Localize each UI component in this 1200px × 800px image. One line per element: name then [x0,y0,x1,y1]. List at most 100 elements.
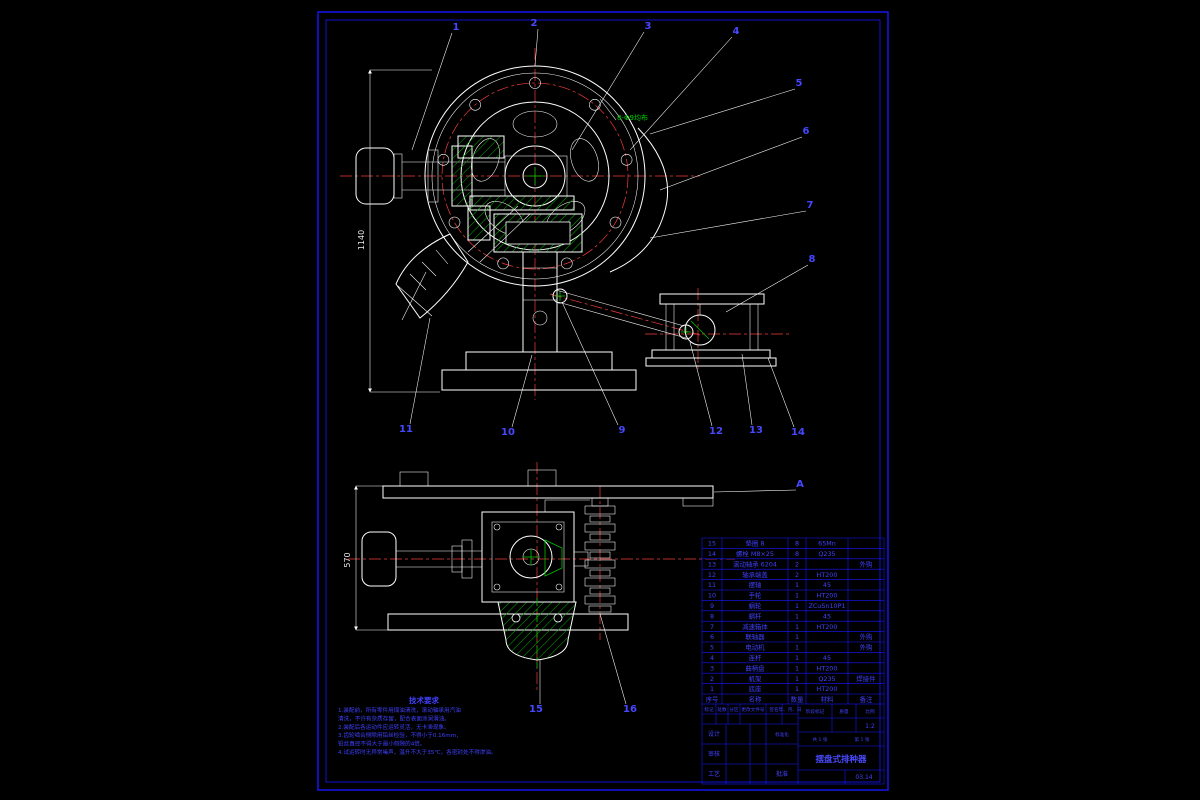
bom-cell: 1 [795,581,799,589]
bom-cell: 蜗轮 [749,601,762,610]
tb-scale-label: 比例 [865,708,875,715]
bom-cell: 4 [710,654,714,662]
bom-cell: 12 [708,571,716,579]
stack-disc [589,587,611,595]
bolt-hole [469,99,481,111]
callout-leader [741,353,753,426]
tb-stage: 阶段标记 [806,708,825,715]
bolt-hole [620,154,633,166]
coupling [573,551,589,567]
callout-16: 16 [623,704,637,715]
cover-bolt [493,583,501,591]
stack-disc [584,541,616,551]
callout-2: 2 [531,18,538,29]
link-pivot [552,288,568,304]
bom-header: 材料 [821,695,834,704]
tb-mark: 标记 [704,706,714,713]
tb-file: 更改文件号 [742,706,765,713]
gearbox-cover [491,521,565,593]
bolt-hole [561,257,573,270]
bom-cell: 滚动轴承 6204 [733,559,777,568]
spoke-slot [512,110,558,138]
tb-sheet-total: 共 1 张 [812,736,827,743]
gearbox-window [505,221,571,245]
shaft-collar [451,545,463,573]
title-block: 标记 处数 分区 更改文件号 签名 年、月、日 设计 审核 工艺 标准化 批准 … [701,703,885,785]
sector-clamp-brace [397,285,433,317]
housing-hole [553,613,563,623]
notes-title: 技术要求 [409,695,439,705]
pendulum-arm [467,205,519,253]
tb-date-col: 年、月、日 [779,706,802,713]
bom-cell: 外购 [860,559,873,568]
callout-leader [561,301,619,426]
bom-cell: 联轴器 [745,632,765,641]
sector-tick [435,249,449,265]
bom-cell: 1 [795,602,799,610]
bom-cell: 13 [708,560,716,568]
main-front-view: 1140 8-Φ9均布 [340,48,792,400]
bom-cell: 3 [710,664,714,672]
bom-cell: 45 [823,612,831,620]
shaft-flange [427,149,439,203]
bom-cell: 焊接件 [856,674,876,683]
callout-9: 9 [619,425,626,436]
bom-cell: 减速箱体 [742,622,768,631]
tb-design: 设计 [708,730,720,738]
bom-cell: 45 [823,581,831,589]
gear-segment [544,539,563,577]
callout-leader [659,136,803,191]
callout-4: 4 [733,26,740,37]
callout-leader [411,32,453,151]
bom-cell: 垫圈 8 [746,539,765,548]
bom-cell: HT200 [817,664,838,672]
callout-1: 1 [453,22,460,33]
stack-disc [584,577,616,587]
pipe [544,499,590,512]
note-leader [599,98,617,121]
bom-cell: 电动机 [745,643,765,652]
callout-14: 14 [791,427,805,438]
callout-leader [713,489,797,493]
housing-hole [511,613,521,623]
bom-cell: Q235 [818,675,835,683]
bom-cell: 1 [795,612,799,620]
damper-base-plate [645,357,777,367]
bom-cell: 11 [708,581,716,589]
bom-cell: 1 [795,685,799,693]
bom-cell: 1 [795,633,799,641]
callout-leader [511,354,533,428]
bolt-note-label: 8-Φ9均布 [617,113,648,122]
bom-cell: 1 [795,675,799,683]
dimension-plan-height: 570 [343,552,352,567]
tb-sheet-no: 第 1 张 [854,736,869,743]
cover-bolt [555,523,563,531]
bom-cell: ZCuSn10P1 [808,602,845,610]
stack-disc [589,551,611,559]
damper-top-plate [659,293,765,305]
bolted-bracket [467,205,491,241]
bom-cell: 65Mn [818,540,836,548]
callout-8: 8 [809,254,816,265]
cover-bolt [555,583,563,591]
drawing-sheet-frame [317,11,889,791]
callout-leader [571,31,645,151]
bom-cell: 螺栓 M8×25 [736,549,774,558]
bom-cell: 蜗杆 [749,611,762,620]
callout-leader [649,88,796,135]
callout-A: A [796,479,804,490]
stack-disc [584,523,616,533]
callout-10: 10 [501,427,515,438]
column-hole [532,310,548,326]
bom-cell: 2 [710,675,714,683]
top-plate [382,485,714,499]
bom-cell: 1 [710,685,714,693]
tb-count: 处数 [717,706,727,713]
worm-gear-section [457,135,505,159]
tb-approve: 批准 [776,770,788,778]
callout-leader [649,210,807,239]
bom-cell: HT200 [817,571,838,579]
bolt-circle-centerline [441,82,629,270]
bom-cell: 5 [710,644,714,652]
connecting-link [557,301,687,339]
